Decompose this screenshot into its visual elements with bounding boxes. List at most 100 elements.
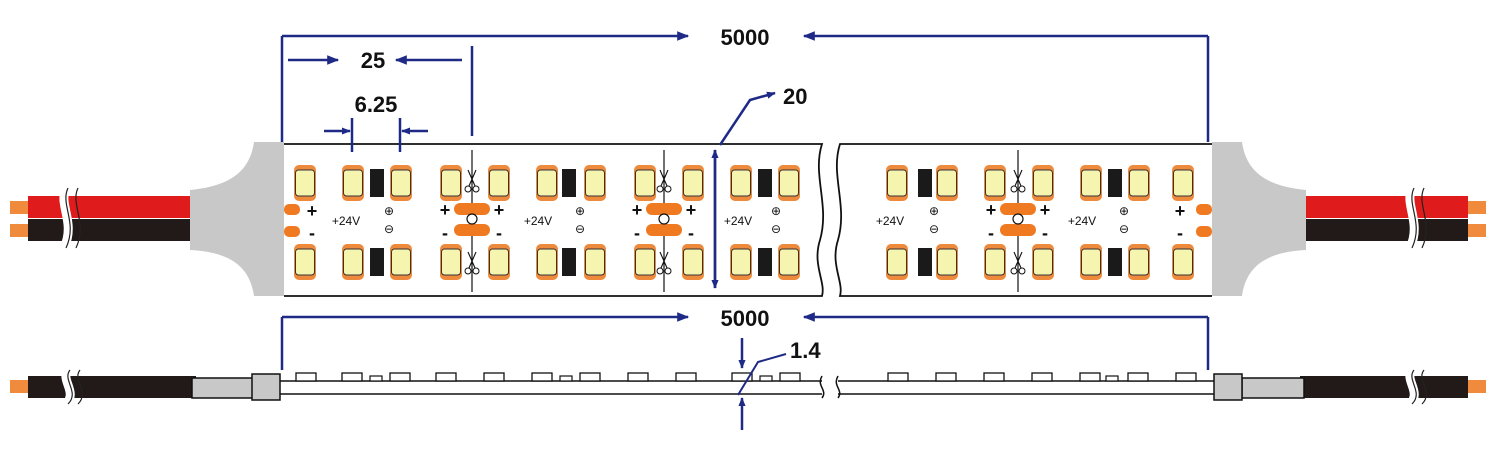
led-chip — [778, 165, 800, 201]
cut-mark: ++-- — [440, 150, 505, 292]
led-side-profile — [341, 372, 363, 382]
left-end-cap — [190, 142, 284, 296]
led-chip — [682, 244, 704, 280]
width-dimension: 20 — [711, 84, 807, 289]
resistor — [562, 248, 576, 276]
led-side-profile — [731, 372, 753, 382]
plus-terminal-symbol: ⊕ — [771, 204, 781, 218]
voltage-label: +24V — [332, 214, 360, 228]
led-chip — [730, 165, 752, 201]
led-chip — [488, 165, 510, 201]
minus-sign: - — [496, 223, 502, 243]
led-chip — [294, 244, 316, 280]
led-chip — [1128, 165, 1150, 201]
resistor — [918, 248, 932, 276]
led-chip — [936, 165, 958, 201]
cut-mark: ++-- — [632, 150, 696, 292]
led-chip — [634, 244, 656, 280]
led-chip — [984, 165, 1006, 201]
plus-sign: + — [1040, 200, 1051, 220]
resistor — [562, 169, 576, 197]
plus-terminal-symbol: ⊕ — [384, 204, 394, 218]
led-side-profile — [627, 372, 649, 382]
led-side-profile — [1175, 372, 1197, 382]
plus-sign: + — [494, 200, 505, 220]
voltage-label: +24V — [524, 214, 552, 228]
side-length-label: 5000 — [721, 306, 770, 331]
led-chip — [390, 244, 412, 280]
led-side-profile — [579, 372, 601, 382]
width-label: 20 — [783, 84, 807, 109]
edge-pad — [284, 204, 300, 215]
minus-terminal-symbol: ⊖ — [929, 222, 939, 236]
resistor-side-profile — [759, 375, 773, 382]
resistor — [918, 169, 932, 197]
plus-sign: + — [440, 200, 451, 220]
minus-sign: - — [688, 223, 694, 243]
resistor-side-profile — [559, 375, 573, 382]
resistor-side-profile — [369, 375, 383, 382]
led-chip — [536, 244, 558, 280]
left-wires — [10, 186, 196, 250]
led-chip — [1032, 165, 1054, 201]
led-chip — [440, 165, 462, 201]
total-length-label: 5000 — [721, 25, 770, 50]
led-chip — [390, 165, 412, 201]
cut-marks: ++--++--++-- — [440, 150, 1051, 292]
led-chip — [1128, 244, 1150, 280]
plus-sign: + — [307, 201, 318, 221]
led-chip — [886, 165, 908, 201]
thickness-dimension: 1.4 — [737, 338, 821, 430]
total-length-dimension: 5000 — [280, 25, 1210, 142]
led-side-profile — [1079, 372, 1101, 382]
led-side-profile — [887, 372, 909, 382]
plus-sign: + — [986, 200, 997, 220]
right-wires — [1300, 186, 1486, 250]
led-side-profile — [935, 372, 957, 382]
plus-sign: + — [1175, 201, 1186, 221]
led-chip — [984, 244, 1006, 280]
led-chip — [440, 244, 462, 280]
edge-pad — [1196, 204, 1212, 215]
scissors-icon — [656, 251, 672, 275]
voltage-label: +24V — [1068, 214, 1096, 228]
led-chip — [730, 244, 752, 280]
edge-pad — [1196, 226, 1212, 237]
minus-terminal-symbol: ⊖ — [1119, 222, 1129, 236]
led-chip — [886, 244, 908, 280]
scissors-icon — [464, 251, 480, 275]
segment-length-dimension: 25 — [288, 46, 474, 136]
led-chip — [342, 165, 364, 201]
led-chip — [536, 165, 558, 201]
led-chip — [342, 244, 364, 280]
minus-sign: - — [634, 223, 640, 243]
led-side-profile — [435, 372, 457, 382]
led-side-profile — [675, 372, 697, 382]
led-side-profile — [1127, 372, 1149, 382]
scissors-icon — [1010, 169, 1026, 193]
led-chip — [1172, 244, 1194, 280]
minus-terminal-symbol: ⊖ — [384, 222, 394, 236]
led-chip — [488, 244, 510, 280]
led-side-profile — [389, 372, 411, 382]
edge-pad — [284, 226, 300, 237]
cut-mark: ++-- — [986, 150, 1051, 292]
scissors-icon — [464, 169, 480, 193]
led-side-profile — [779, 372, 801, 382]
minus-terminal-symbol: ⊖ — [771, 222, 781, 236]
resistor — [758, 248, 772, 276]
led-chip — [1080, 165, 1102, 201]
voltage-label: +24V — [876, 214, 904, 228]
strip-labels: +-+-+24V+24V+24V+24V+24V⊕⊖⊕⊖⊕⊖⊕⊖⊕⊖ — [284, 201, 1212, 243]
right-end-cap — [1212, 142, 1306, 296]
minus-sign: - — [1177, 223, 1183, 243]
resistor-side-profile — [1105, 375, 1119, 382]
minus-terminal-symbol: ⊖ — [575, 222, 585, 236]
plus-terminal-symbol: ⊕ — [929, 204, 939, 218]
scissors-icon — [656, 169, 672, 193]
led-chip — [936, 244, 958, 280]
led-chip — [1172, 165, 1194, 201]
led-chip — [294, 165, 316, 201]
